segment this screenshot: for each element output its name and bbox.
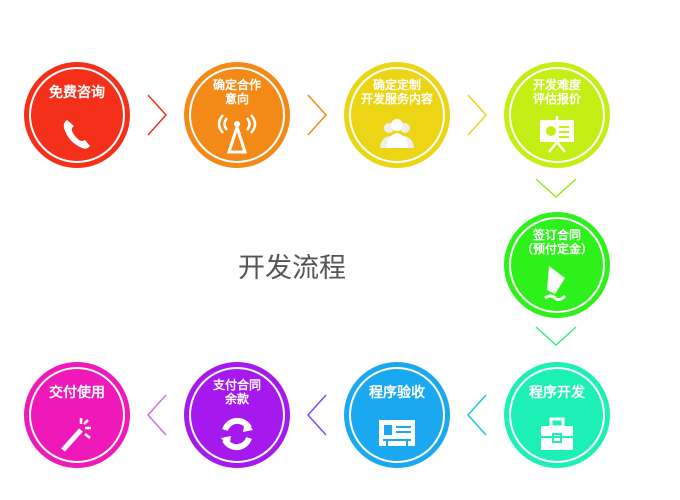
step-ring xyxy=(509,67,605,163)
step-8: 支付合同余款 xyxy=(184,362,290,468)
step-ring xyxy=(509,367,605,463)
pen-sign-icon xyxy=(544,266,567,302)
step-label: 签订合同 xyxy=(532,228,581,242)
step-ring xyxy=(29,367,125,463)
signal-tower-icon xyxy=(217,114,257,154)
refresh-icon xyxy=(221,417,253,451)
step-ring xyxy=(349,367,445,463)
step-label: 免费咨询 xyxy=(49,85,105,101)
step-1: 免费咨询 xyxy=(24,62,130,168)
step-7: 程序验收 xyxy=(344,362,450,468)
step-label: 开发难度 xyxy=(532,78,581,92)
flow-arrow-icon xyxy=(467,394,487,436)
step-label: 余款 xyxy=(224,392,249,406)
step-9: 交付使用 xyxy=(24,362,130,468)
step-5: 签订合同（预付定金） xyxy=(504,212,610,318)
flow-arrow-icon xyxy=(535,178,577,199)
step-ring xyxy=(189,67,285,163)
id-card-icon xyxy=(379,420,415,446)
step-label: 确定合作 xyxy=(212,78,261,92)
flow-arrow-icon xyxy=(147,94,167,136)
step-ring xyxy=(349,67,445,163)
flow-arrow-icon xyxy=(147,394,167,436)
phone-icon xyxy=(63,120,90,149)
step-ring xyxy=(29,67,125,163)
step-4: 开发难度评估报价 xyxy=(504,62,610,168)
users-icon xyxy=(380,119,414,148)
step-label: 意向 xyxy=(224,92,249,106)
step-3: 确定定制开发服务内容 xyxy=(344,62,450,168)
flow-arrow-icon xyxy=(535,326,577,347)
step-6: 程序开发 xyxy=(504,362,610,468)
toolbox-icon xyxy=(541,417,573,450)
flow-arrow-icon xyxy=(307,394,327,436)
diagram-title: 开发流程 xyxy=(238,253,346,284)
step-label: 程序开发 xyxy=(529,385,585,401)
presentation-icon xyxy=(540,116,574,153)
step-label: 确定定制 xyxy=(372,78,421,92)
step-ring xyxy=(509,217,605,313)
step-label: 评估报价 xyxy=(532,92,581,106)
step-label: 开发服务内容 xyxy=(360,92,433,106)
step-2: 确定合作意向 xyxy=(184,62,290,168)
step-label: 交付使用 xyxy=(49,385,105,401)
magic-wand-icon xyxy=(61,418,91,452)
step-label: 程序验收 xyxy=(369,385,425,401)
step-label: （预付定金） xyxy=(520,242,593,256)
flow-arrow-icon xyxy=(467,94,487,136)
flow-arrow-icon xyxy=(307,94,327,136)
step-label: 支付合同 xyxy=(212,378,261,392)
step-ring xyxy=(189,367,285,463)
